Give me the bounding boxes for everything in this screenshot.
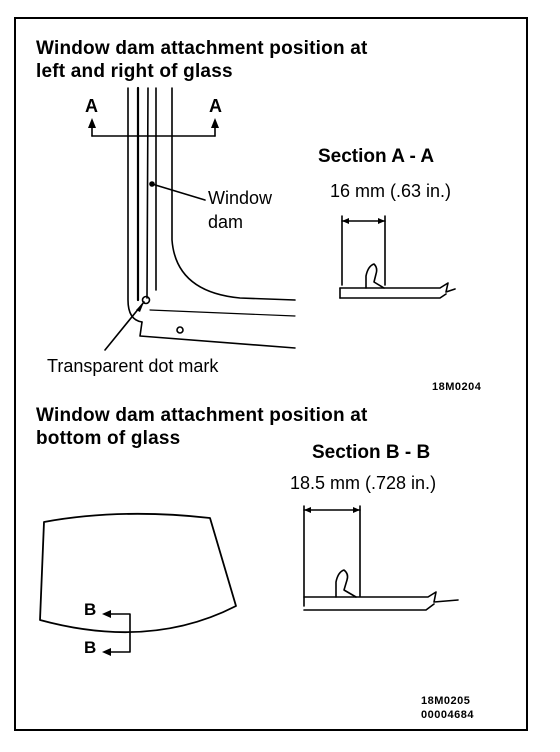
arrowhead-b-upper (102, 610, 111, 618)
pillar-outer-edge (127, 87, 143, 323)
section-b-dam-profile (335, 569, 357, 598)
document-code: 00004684 (421, 709, 474, 721)
section-b-dimension: 18.5 mm (.728 in.) (290, 473, 437, 493)
arrowhead-dim-b-left (304, 507, 311, 513)
window-dam-label-line1: Window (208, 188, 273, 208)
section-b-title: Section B - B (312, 442, 431, 463)
section-b-glass-bottom (303, 603, 435, 611)
section-a-dam-profile (365, 263, 385, 289)
section-a-title: Section A - A (318, 146, 435, 167)
window-dam-line (146, 87, 149, 299)
window-dam-leader (151, 183, 206, 201)
arrowhead-b-lower (102, 648, 111, 656)
glass-lower-line (149, 309, 296, 317)
top-title-line1: Window dam attachment position at (36, 38, 368, 59)
transparent-dot-mark-label: Transparent dot mark (47, 356, 219, 376)
section-a-glass-bottom (339, 293, 447, 299)
figure-code-bottom: 18M0205 (421, 695, 471, 707)
section-b-glass-top (303, 591, 459, 603)
cut-label-b-lower: B (84, 638, 97, 657)
body-corner-curve (171, 87, 296, 301)
arrowhead-dim-a-left (342, 218, 349, 224)
reference-dot (176, 326, 184, 334)
window-dam-label-line2: dam (208, 212, 244, 232)
figure-code-top: 18M0204 (432, 381, 482, 393)
arrowhead-dim-a-right (378, 218, 385, 224)
figure-frame (14, 17, 528, 731)
cut-line-b (107, 613, 131, 653)
cut-label-b-upper: B (84, 600, 97, 619)
section-a-dimension: 16 mm (.63 in.) (330, 181, 452, 201)
arrowhead-a-left (88, 118, 96, 128)
arrowhead-a-right (211, 118, 219, 128)
cut-label-a-right: A (209, 96, 222, 116)
arrowhead-dot-leader (136, 302, 144, 312)
transparent-dot-mark (141, 295, 151, 305)
windshield-outline (39, 512, 237, 634)
top-title-line2: left and right of glass (36, 61, 233, 82)
arrowhead-dim-b-right (353, 507, 360, 513)
cut-label-a-left: A (85, 96, 98, 116)
glass-bottom-edge (139, 321, 296, 349)
section-a-glass-top (339, 282, 456, 293)
bottom-title-line2: bottom of glass (36, 428, 181, 449)
bottom-title-line1: Window dam attachment position at (36, 405, 368, 426)
